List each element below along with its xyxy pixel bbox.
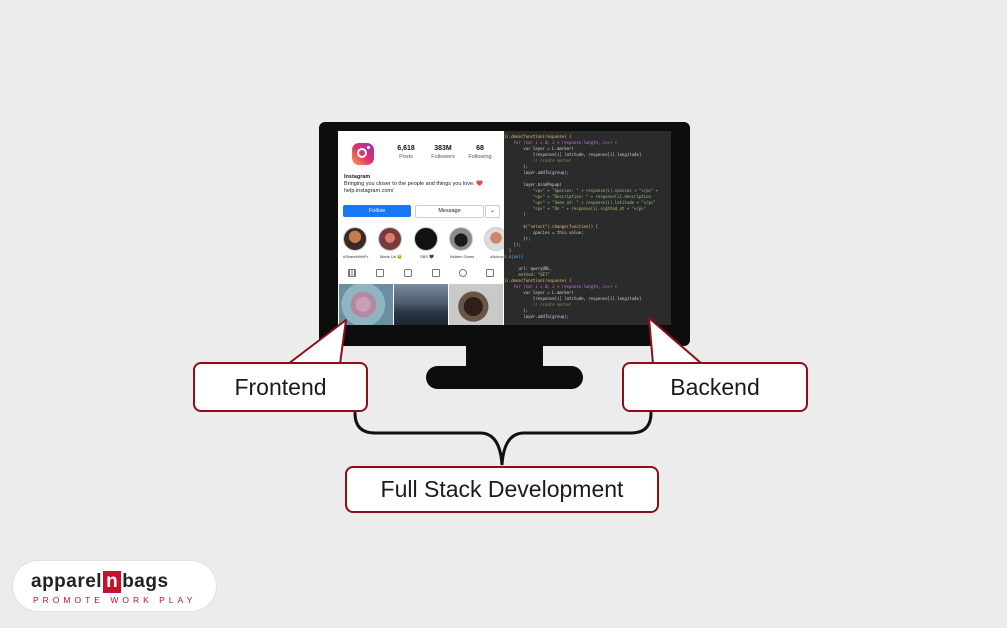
backend-label: Backend bbox=[670, 373, 760, 400]
backend-callout-tail bbox=[648, 317, 703, 365]
code-line: layer.addTo(group); bbox=[504, 314, 570, 319]
message-button[interactable]: Message bbox=[415, 205, 484, 218]
code-line: url: queryURL, bbox=[504, 266, 553, 271]
code-line: }); bbox=[504, 236, 531, 241]
full-stack-label: Full Stack Development bbox=[380, 476, 624, 502]
code-line: method: "GET" bbox=[504, 272, 550, 277]
stat-number: 6,618 bbox=[397, 145, 415, 152]
post-thumbnail[interactable] bbox=[394, 284, 448, 325]
code-line: for (var i = 0; i < response.length; i++… bbox=[504, 284, 618, 289]
code-editor-panel: }).done(function(response) { for (var i … bbox=[504, 131, 671, 325]
code-line: // create marker bbox=[504, 302, 572, 307]
highlight-label: #Advoc bbox=[490, 254, 504, 259]
instagram-profile-panel: 6,618 Posts 383M Followers 68 Following … bbox=[338, 131, 508, 325]
highlight-label: #ShareWithPr... bbox=[343, 254, 369, 259]
code-line: // create marker bbox=[504, 158, 572, 163]
code-line: [response[i].latitude, response[i].longi… bbox=[504, 152, 642, 157]
frontend-callout-tail bbox=[287, 319, 347, 365]
story-highlight[interactable]: Made Us 😀 bbox=[378, 227, 404, 259]
monitor-screen: 6,618 Posts 383M Followers 68 Following … bbox=[338, 131, 671, 325]
guide-icon[interactable] bbox=[432, 269, 440, 277]
code-line: layer.addTo(group); bbox=[504, 170, 570, 175]
frontend-callout: Frontend bbox=[193, 362, 368, 412]
monitor-neck bbox=[466, 344, 543, 370]
code-line: "<p>" + "Species: " + response[i].specie… bbox=[504, 188, 659, 193]
stat-label: Following bbox=[468, 154, 492, 160]
curly-brace bbox=[353, 411, 653, 466]
code-line: $.ajax({ bbox=[504, 254, 524, 259]
story-highlight[interactable]: Hidden Gems bbox=[449, 227, 475, 259]
post-thumbnail[interactable] bbox=[339, 284, 393, 325]
code-line: } bbox=[504, 248, 512, 253]
stat-label: Posts bbox=[399, 154, 413, 160]
code-line: ); bbox=[504, 308, 529, 313]
stat-followers: 383M Followers bbox=[423, 145, 463, 160]
stat-label: Followers bbox=[431, 154, 455, 160]
code-line: var layer = L.marker( bbox=[504, 290, 574, 295]
stat-following: 68 Following bbox=[460, 145, 500, 160]
profile-bio: Bringing you closer to the people and th… bbox=[344, 181, 483, 187]
video-icon[interactable] bbox=[404, 269, 412, 277]
stat-posts: 6,618 Posts bbox=[386, 145, 426, 160]
profile-link[interactable]: help.instagram.com/ bbox=[344, 188, 394, 194]
brand-tagline: PROMOTE WORK PLAY bbox=[33, 595, 197, 605]
monitor-base bbox=[426, 366, 583, 389]
highlight-label: SBS 🖤 bbox=[419, 254, 435, 259]
backend-callout: Backend bbox=[622, 362, 808, 412]
code-line: }).done(function(response) { bbox=[504, 278, 572, 283]
code-line: ); bbox=[504, 164, 529, 169]
code-line: layer.bindPopup( bbox=[504, 182, 562, 187]
code-line: ) bbox=[504, 212, 526, 217]
frontend-label: Frontend bbox=[234, 373, 327, 400]
smiley-icon[interactable] bbox=[459, 269, 467, 277]
highlight-label: Hidden Gems bbox=[449, 254, 475, 259]
stat-number: 383M bbox=[434, 145, 452, 152]
code-line: [response[i].latitude, response[i].longi… bbox=[504, 296, 642, 301]
tagged-icon[interactable] bbox=[486, 269, 494, 277]
profile-username: Instagram bbox=[344, 174, 371, 180]
stat-number: 68 bbox=[476, 145, 484, 152]
story-highlight[interactable]: SBS 🖤 bbox=[414, 227, 440, 259]
code-line: }); bbox=[504, 242, 521, 247]
story-highlight[interactable]: #ShareWithPr... bbox=[343, 227, 369, 259]
reels-icon[interactable] bbox=[376, 269, 384, 277]
follow-button[interactable]: Follow bbox=[343, 205, 411, 217]
code-line: var layer = L.marker( bbox=[504, 146, 574, 151]
grid-icon[interactable] bbox=[348, 269, 356, 277]
chevron-down-icon[interactable]: ⌄ bbox=[485, 205, 500, 218]
instagram-logo-icon bbox=[352, 143, 374, 165]
code-line: "<p>" + "Seen at: " + response[i].latitu… bbox=[504, 200, 656, 205]
code-line: $("select").change(function() { bbox=[504, 224, 598, 229]
code-line: }).done(function(response) { bbox=[504, 134, 572, 139]
post-thumbnail[interactable] bbox=[449, 284, 503, 325]
code-line: species = this.value; bbox=[504, 230, 584, 235]
code-line: "<p>" + "On " + response[i].sighted_at +… bbox=[504, 206, 647, 211]
code-line: for (var i = 0; i < response.length; i++… bbox=[504, 140, 618, 145]
highlight-label: Made Us 😀 bbox=[379, 254, 403, 259]
code-line: "<p>" + "Description: " + response[i].de… bbox=[504, 194, 651, 199]
full-stack-callout: Full Stack Development bbox=[345, 466, 659, 513]
